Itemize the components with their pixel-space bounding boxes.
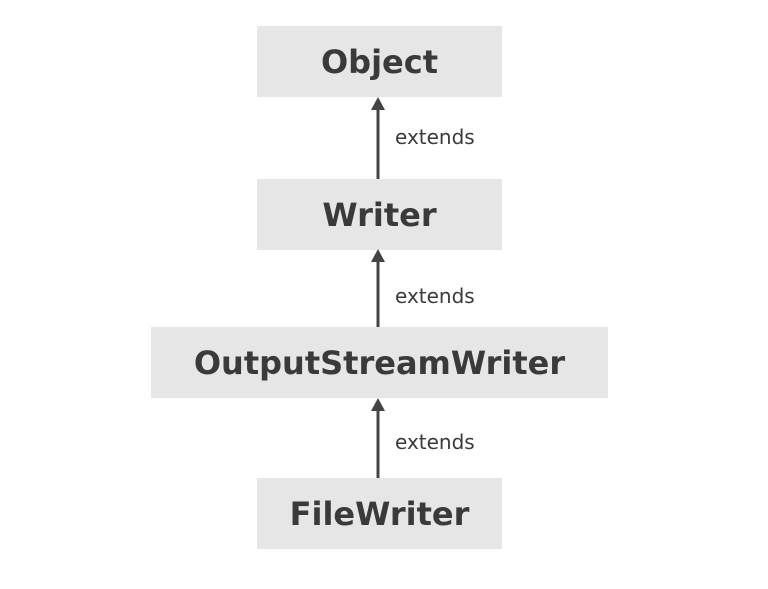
arrowhead-writer xyxy=(371,249,385,262)
edge-label-outputstreamwriter-writer: extends xyxy=(395,284,475,308)
edge-label-writer-object: extends xyxy=(395,125,475,149)
edge-label-filewriter-outputstreamwriter: extends xyxy=(395,430,475,454)
class-box-filewriter: FileWriter xyxy=(257,478,502,549)
class-box-outputstreamwriter: OutputStreamWriter xyxy=(151,327,608,398)
arrowhead-outputstreamwriter xyxy=(371,398,385,411)
class-box-object: Object xyxy=(257,26,502,97)
class-box-writer: Writer xyxy=(257,179,502,250)
arrowhead-object xyxy=(371,97,385,110)
